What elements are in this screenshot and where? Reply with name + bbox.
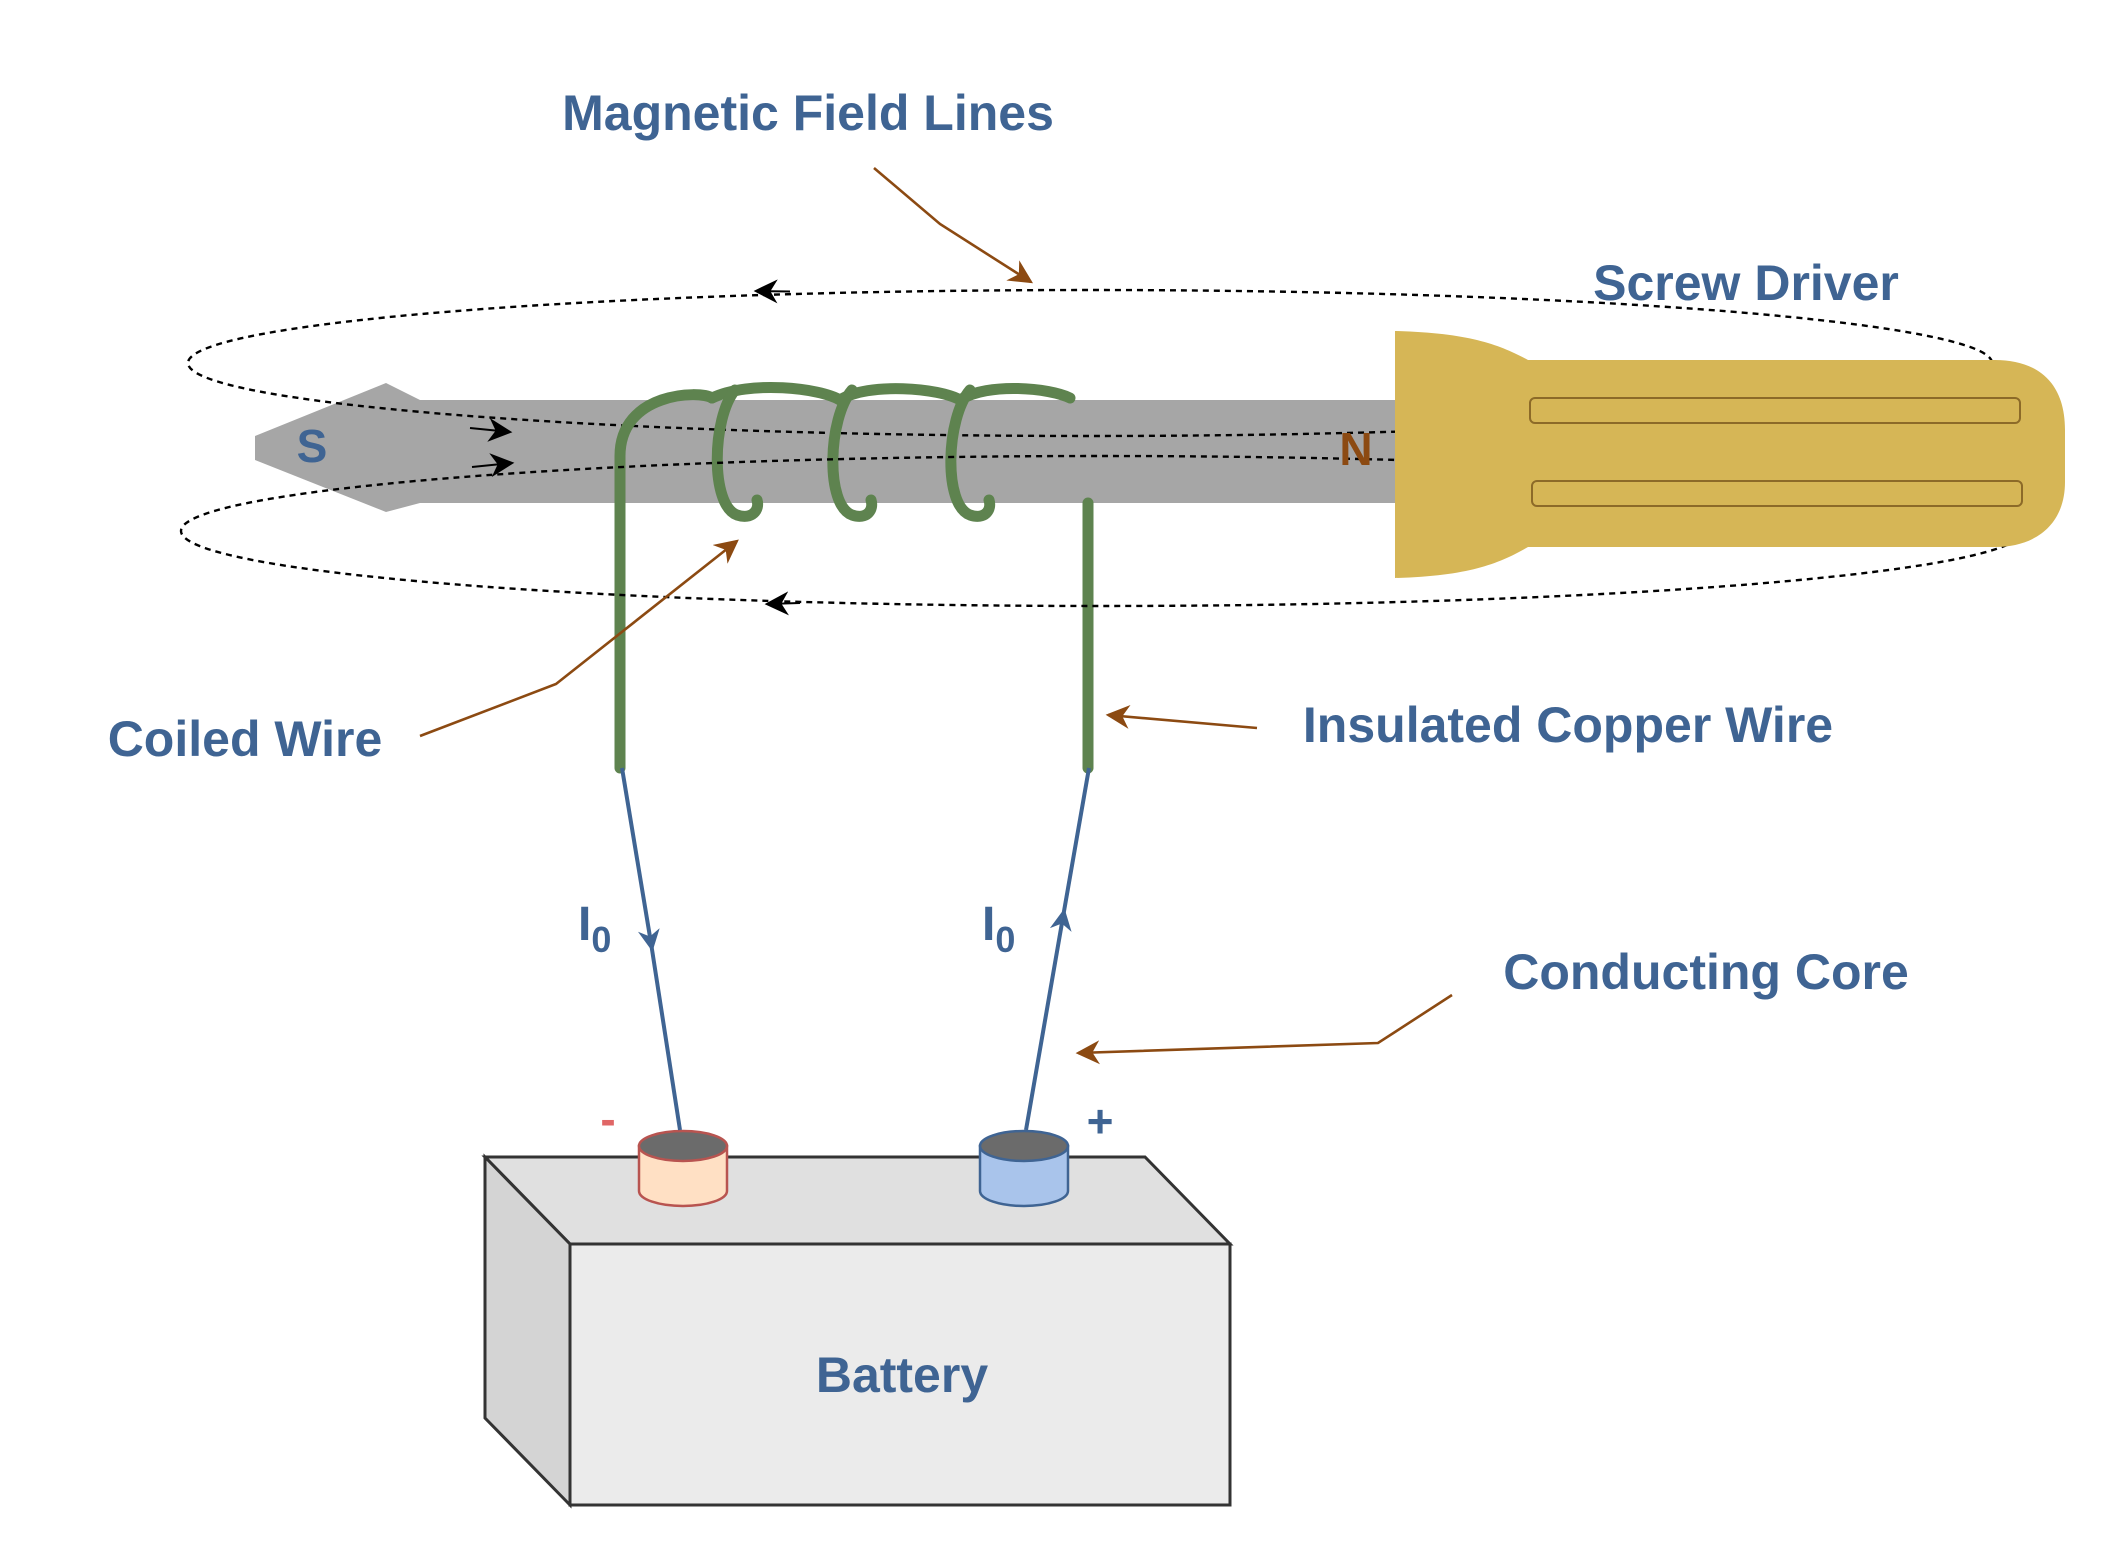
battery: Battery [481,1153,1234,1509]
handle-groove-top [1529,397,2021,424]
label-magnetic-field-lines: Magnetic Field Lines [562,85,1054,141]
lead-wire-right [1024,767,1091,1131]
positive-sign: + [1087,1095,1114,1147]
screwdriver-shaft [255,383,1395,512]
positive-terminal [978,1129,1070,1208]
label-insulated-copper-wire: Insulated Copper Wire [1303,697,1833,753]
label-screw-driver: Screw Driver [1593,255,1899,311]
negative-sign: - [600,1093,615,1145]
pole-north-label: N [1339,423,1372,475]
pointer-conducting-core [1075,993,1453,1065]
current-label-right: I0 [982,898,1015,960]
pointer-insulated-copper-wire [1105,704,1258,730]
pointer-magnetic-field-lines [873,167,1034,284]
negative-terminal [637,1129,729,1208]
svg-text:I0: I0 [578,898,611,960]
battery-front [568,1242,1232,1507]
battery-top [481,1155,1234,1246]
battery-label: Battery [816,1347,988,1403]
label-conducting-core: Conducting Core [1503,944,1909,1000]
svg-text:I0: I0 [982,898,1015,960]
lead-wire-left [620,767,682,1131]
pointer-coiled-wire [419,539,739,738]
screwdriver-handle [1395,331,2065,578]
handle-groove-bottom [1531,480,2023,507]
pole-south-label: S [297,420,328,472]
coil [614,381,1094,774]
current-label-left: I0 [578,898,611,960]
label-coiled-wire: Coiled Wire [108,711,383,767]
